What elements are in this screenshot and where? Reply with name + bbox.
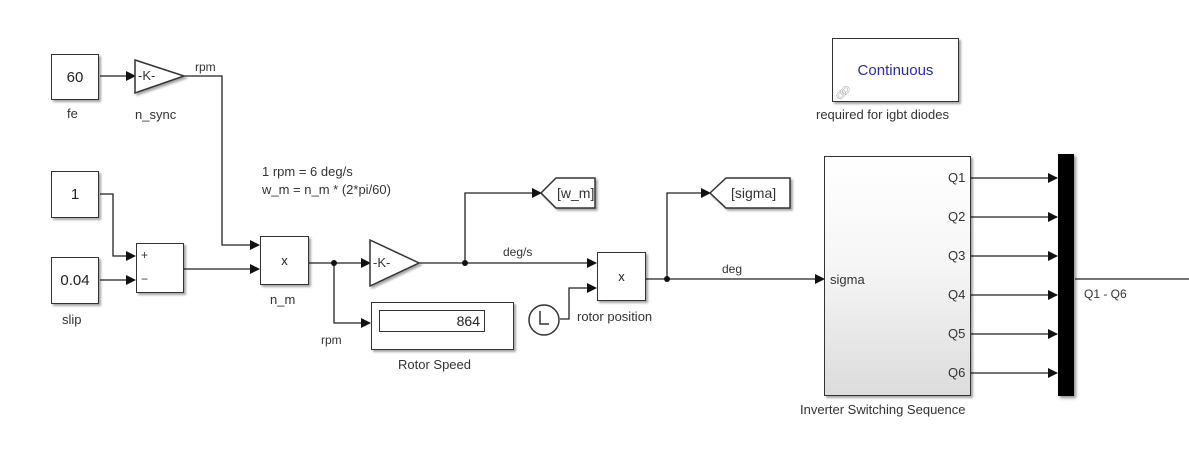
line-one-to-sum — [100, 193, 136, 261]
block-label-slip: slip — [62, 312, 82, 327]
mux-block[interactable] — [1058, 154, 1074, 396]
sum-plus-sign: + — [141, 248, 149, 262]
outport-label-q1: Q1 — [948, 170, 966, 185]
block-label-inverter: Inverter Switching Sequence — [800, 402, 966, 417]
constant-value: 0.04 — [60, 272, 90, 289]
clock-icon — [528, 304, 560, 336]
junction-dot — [462, 260, 468, 266]
gain-block-n-sync — [134, 58, 187, 95]
annotation-line-2: w_m = n_m * (2*pi/60) — [262, 182, 391, 197]
subsystem-inverter-switching-sequence[interactable] — [824, 156, 971, 396]
sum-minus-sign: − — [141, 272, 149, 286]
powergui-block[interactable]: Continuous 🔗︎ — [832, 38, 959, 102]
link-icon: 🔗︎ — [835, 85, 852, 100]
constant-value: 1 — [70, 186, 80, 203]
display-value: 864 — [379, 310, 485, 332]
inport-label-sigma: sigma — [830, 272, 865, 287]
gain-block-deg — [369, 238, 421, 288]
constant-block-fe[interactable]: 60 — [51, 54, 99, 100]
goto-block-w-m — [539, 177, 596, 209]
signal-label-rpm: rpm — [195, 60, 216, 74]
display-block-rotor-speed[interactable]: 864 — [371, 302, 514, 350]
gain-value-deg[interactable]: -K- — [373, 255, 391, 270]
outport-label-q4: Q4 — [948, 287, 966, 302]
goto-block-sigma — [708, 177, 791, 209]
block-label-fe: fe — [67, 106, 78, 121]
powergui-mode: Continuous — [857, 61, 934, 79]
goto-tag-sigma[interactable]: [sigma] — [731, 185, 777, 201]
outport-label-q2: Q2 — [948, 209, 966, 224]
block-label-rotor-position: rotor position — [577, 309, 653, 324]
signal-label-rpm-display: rpm — [321, 333, 342, 347]
line-to-goto-wm — [464, 188, 542, 263]
product-block-rotor-position[interactable]: x — [597, 252, 646, 301]
block-label-powergui: required for igbt diodes — [816, 107, 949, 122]
product-symbol: x — [618, 269, 625, 284]
constant-block-slip[interactable]: 0.04 — [51, 257, 99, 304]
product-block-n-m[interactable]: x — [260, 236, 309, 285]
block-label-n-sync: n_sync — [135, 107, 177, 122]
signal-label-deg-s: deg/s — [503, 245, 533, 259]
junction-dot — [331, 260, 337, 266]
outport-label-q3: Q3 — [948, 248, 966, 263]
sum-block[interactable] — [136, 243, 184, 293]
line-nm-to-display — [333, 263, 371, 328]
gain-value-n-sync[interactable]: -K- — [138, 68, 156, 83]
signal-label-q1-q6: Q1 - Q6 — [1084, 287, 1127, 301]
constant-block-one[interactable]: 1 — [51, 171, 99, 218]
line-clock-to-product — [560, 283, 597, 320]
block-label-n-m: n_m — [270, 292, 296, 307]
product-symbol: x — [281, 253, 288, 268]
line-to-goto-sigma — [666, 188, 711, 279]
outport-label-q5: Q5 — [948, 326, 966, 341]
block-label-rotor-speed: Rotor Speed — [398, 357, 471, 372]
annotation-line-1: 1 rpm = 6 deg/s — [262, 164, 353, 179]
goto-tag-w-m[interactable]: [w_m] — [557, 185, 595, 201]
signal-label-deg: deg — [722, 262, 743, 276]
line-rpm-sync — [184, 75, 260, 250]
outport-label-q6: Q6 — [948, 365, 966, 380]
constant-value: 60 — [66, 68, 84, 86]
clock-hands — [539, 311, 549, 325]
junction-dot — [664, 276, 670, 282]
